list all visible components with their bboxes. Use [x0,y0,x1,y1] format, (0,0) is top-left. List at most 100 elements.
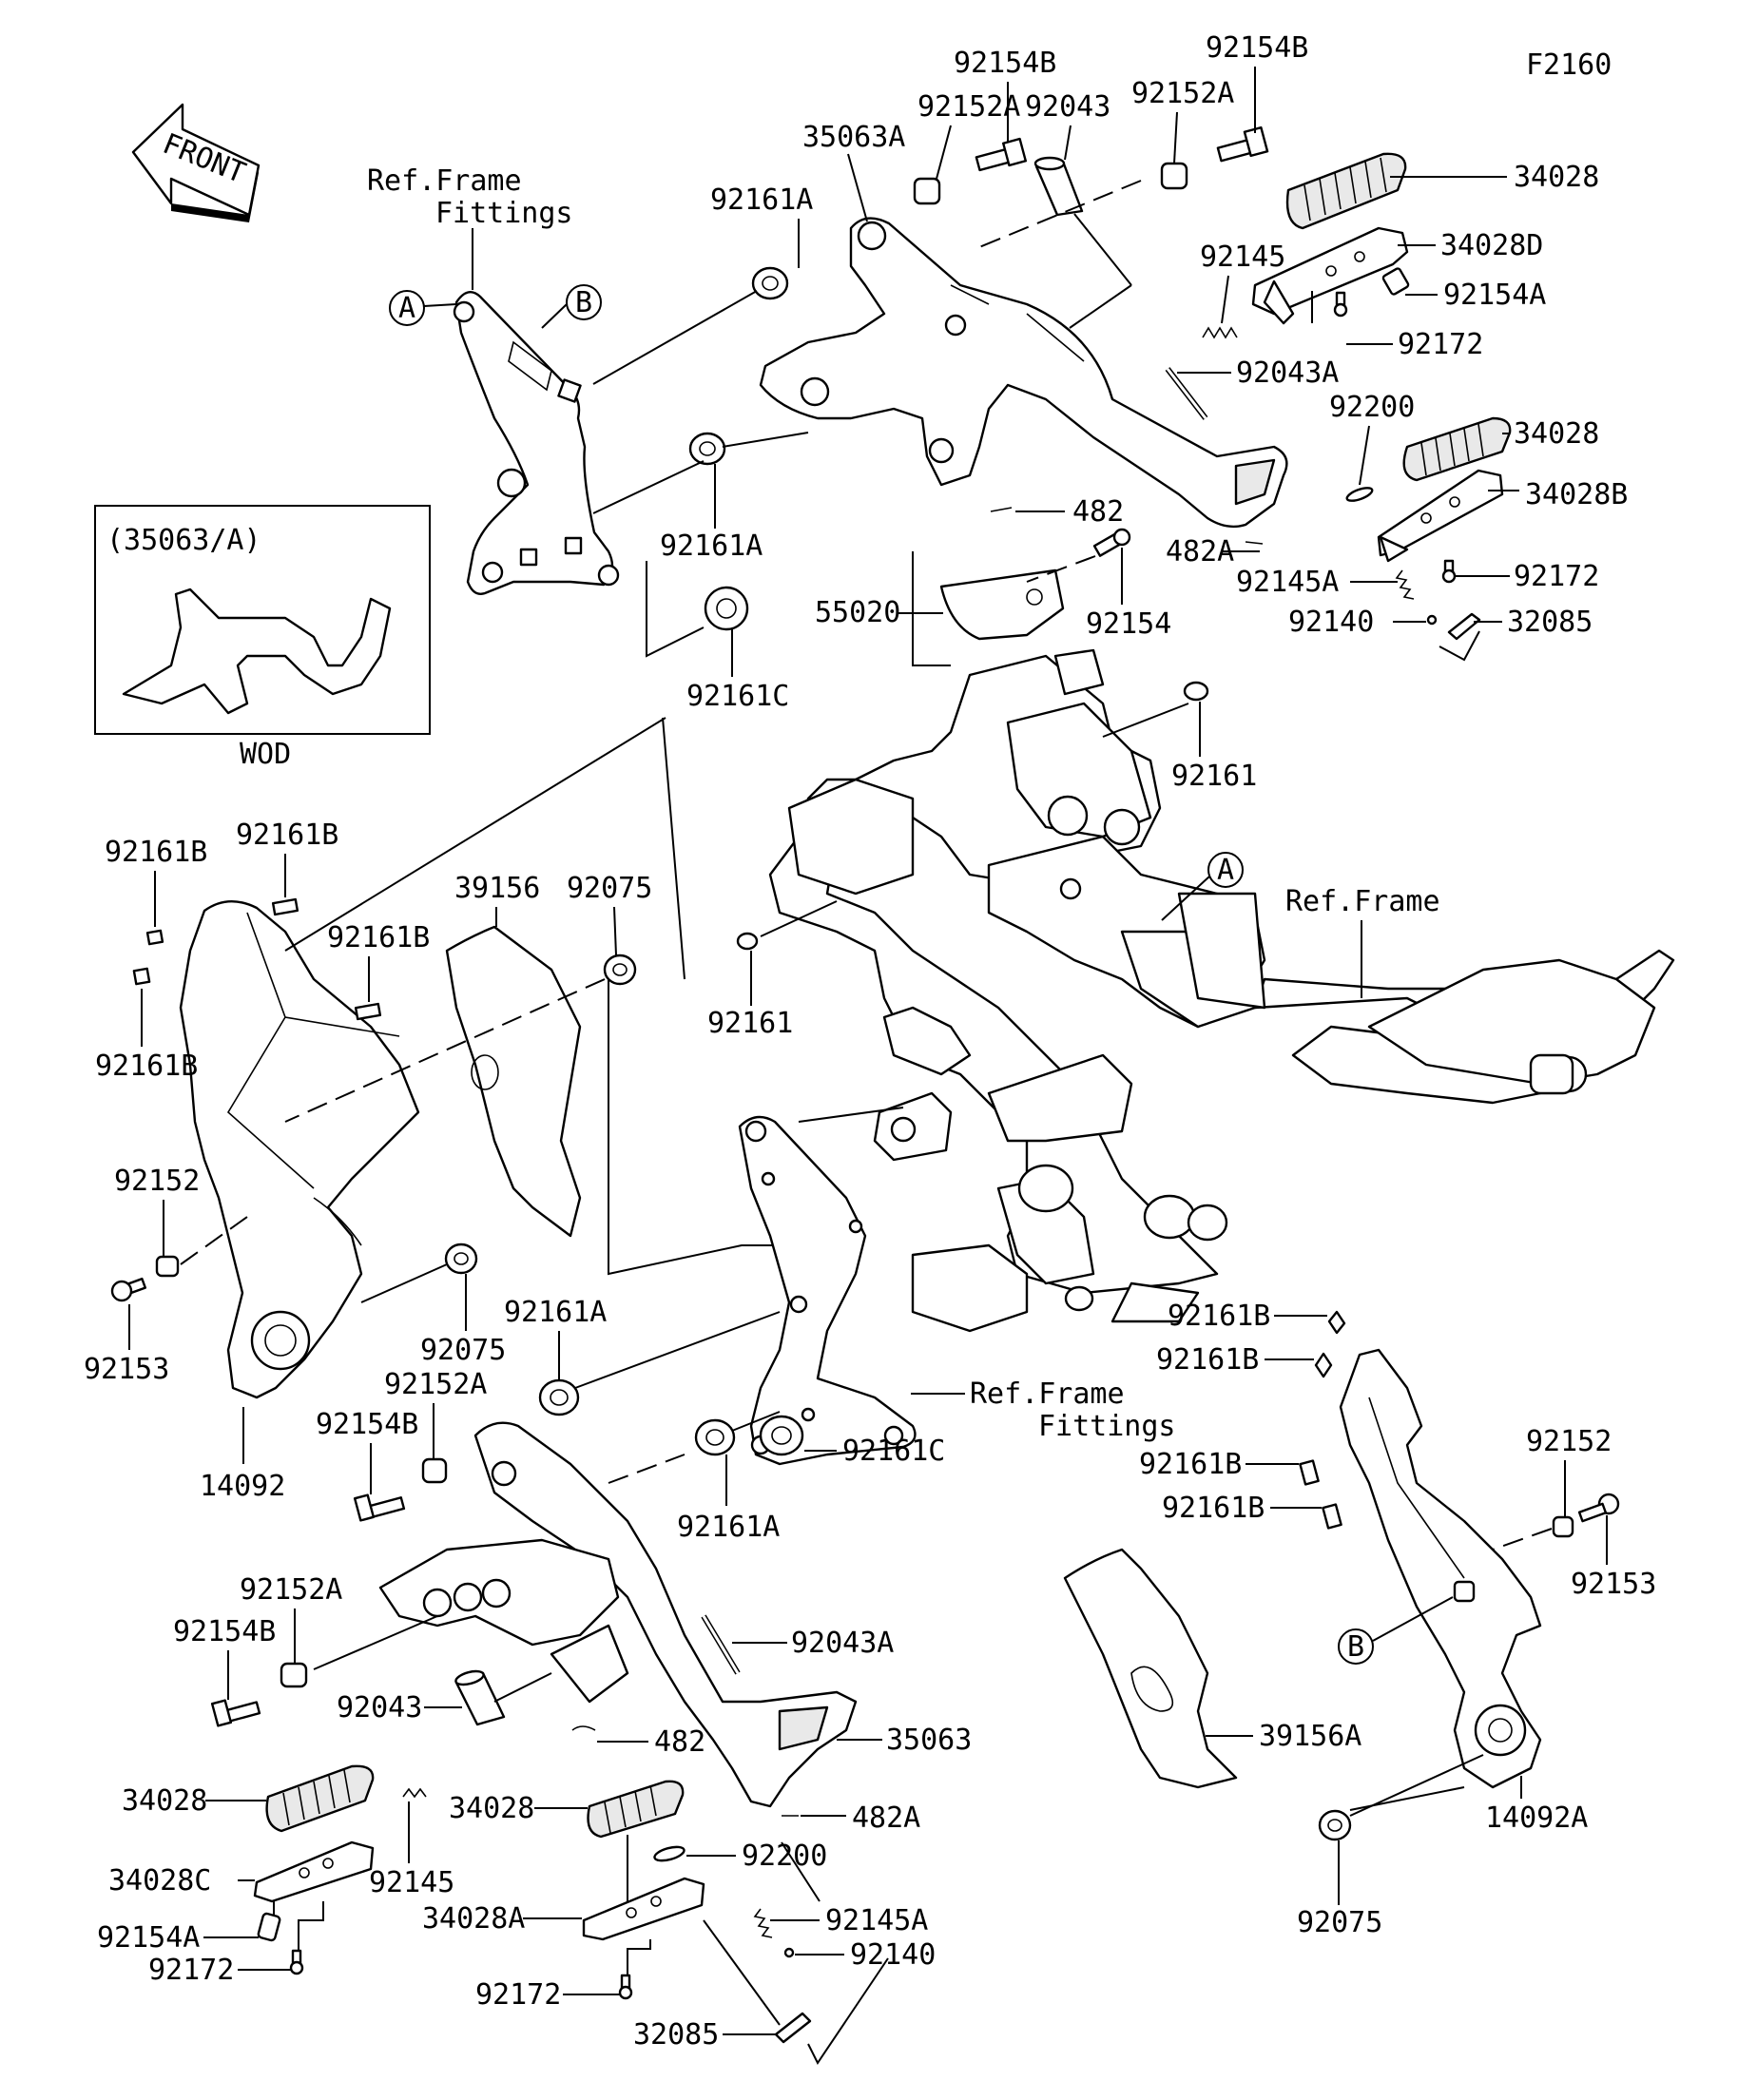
pin-92043A-top-icon [1165,367,1208,420]
grommet-92075-bottom-icon [1318,1809,1352,1841]
label-32085-top: 32085 [1507,606,1593,639]
label-35063A: 35063A [802,121,905,154]
label-92161C-top: 92161C [686,680,789,713]
pin-92140-bottom-icon [783,1947,795,1958]
bolt-92154A-top-icon [1381,267,1410,296]
spring-92145-bottom-icon [402,1787,427,1799]
pin-92043-top-icon [1033,156,1084,217]
inset-title: (35063/A) [106,524,261,557]
footpeg-bracket-bottom [378,1421,858,1808]
marker-b-right-icon [1338,1628,1374,1665]
footpeg-34028D-icon [1251,226,1409,325]
collar-92161A-mid-icon [538,1378,580,1416]
sticker-92161B-4-icon [132,967,151,986]
label-92154B-top-1: 92154B [954,47,1056,80]
bolt-92154B-mid-icon [353,1493,406,1522]
side-cover-14092A [1339,1348,1542,1789]
label-92200-bottom: 92200 [742,1840,827,1873]
washer-92200-top-icon [1345,487,1374,502]
grommet-92075-top-icon [603,954,637,986]
inset-bracket-icon [122,588,392,715]
label-92153-left: 92153 [84,1353,169,1386]
inset-box: (35063/A) WOD [94,505,431,771]
label-92161A-top-2: 92161A [660,530,763,563]
label-39156: 39156 [454,872,540,905]
label-92152A-top-1: 92152A [917,90,1020,124]
label-92161B-r2: 92161B [1156,1343,1259,1377]
bolt-92154B-bottom-icon [210,1699,261,1727]
main-frame [768,648,1675,1333]
label-92172-bottom-1: 92172 [148,1954,234,1987]
label-92043A-top: 92043A [1236,356,1339,390]
ref-frame-fittings-mid-1: Ref.Frame [970,1378,1125,1411]
bolt-92153-left-icon [110,1277,147,1302]
footpeg-rubber-34028-bottom-1-icon [265,1764,375,1833]
label-92161A-bottom: 92161A [677,1511,780,1544]
spring-92145A-bottom-icon [753,1908,773,1938]
label-92152-left: 92152 [114,1165,200,1198]
label-92154B-bottom: 92154B [173,1615,276,1648]
bolt-92172-bottom-1-icon [289,1949,304,1975]
bolt-92172-top-2-icon [1441,559,1457,584]
collar-92161-mid-icon [736,932,759,951]
label-34028A: 34028A [422,1902,525,1936]
label-92154B-top-2: 92154B [1206,31,1308,65]
bolt-92172-bottom-2-icon [618,1974,633,2000]
diagram-code: F2160 [1526,48,1612,82]
washer-92200-bottom-icon [653,1845,686,1862]
label-92161-right: 92161 [1171,760,1257,793]
label-34028C: 34028C [108,1864,211,1898]
grommet-92075-mid-icon [444,1243,478,1275]
bolt-92154A-bottom-icon [257,1912,281,1942]
ref-frame-fittings-mid-2: Fittings [1038,1410,1176,1443]
side-cover-14092 [179,900,420,1399]
label-92043-top: 92043 [1025,90,1110,124]
label-92145A-bottom: 92145A [825,1904,928,1937]
label-34028D: 34028D [1440,229,1543,262]
collar-92152A-top-1-icon [913,177,941,205]
pin-92043-bottom-icon [454,1669,506,1726]
collar-92152-right-icon [1552,1515,1574,1538]
footpeg-34028C-icon [253,1840,375,1903]
label-482A-bottom: 482A [852,1801,920,1835]
label-92161-mid: 92161 [707,1007,793,1040]
label-92075-bottom: 92075 [1297,1906,1382,1939]
marker-b-top: B [575,286,592,319]
collar-92152-left-icon [155,1255,180,1278]
bolt-92154-icon [1092,528,1131,557]
heat-shield-39156 [445,925,582,1238]
bolt-92154B-top-2-icon [1216,125,1269,163]
label-92043A-bottom: 92043A [791,1627,894,1660]
label-92172-top-2: 92172 [1514,560,1599,593]
label-35063: 35063 [886,1724,972,1757]
ref-frame-fittings-top-2: Fittings [435,197,573,230]
label-92161C-mid: 92161C [842,1435,945,1468]
sticker-92161B-r1-icon [1327,1310,1346,1335]
sticker-92161B-3-icon [354,1002,382,1021]
footpeg-34028B-icon [1377,469,1504,563]
label-92154B-mid: 92154B [316,1408,418,1441]
footpeg-rubber-34028-top-1-icon [1285,152,1407,230]
collar-92161A-bottom-icon [694,1418,736,1456]
frame-fitting-plate-top [453,291,620,595]
clip-482A-top-icon [1245,541,1264,545]
label-92161B-4: 92161B [95,1050,198,1083]
spring-92145-top-icon [1202,326,1238,339]
frame-fitting-plate-mid [738,1115,917,1466]
label-92075-top: 92075 [567,872,652,905]
marker-a-main-icon [1207,852,1244,888]
marker-b-right: B [1347,1630,1364,1664]
ref-frame-right: Ref.Frame [1285,885,1440,918]
label-92153-right: 92153 [1571,1568,1656,1601]
label-34028-bottom-2: 34028 [449,1792,534,1825]
label-92140-top: 92140 [1288,606,1374,639]
label-92154A-top: 92154A [1443,279,1546,312]
label-55020: 55020 [815,596,900,629]
bolt-92153-right-icon [1577,1493,1620,1523]
footpeg-34028A-icon [582,1877,705,1941]
marker-a-main: A [1217,854,1234,887]
label-482-top: 482 [1072,495,1124,529]
clip-482-bottom-icon [571,1725,596,1731]
label-92075-mid: 92075 [420,1334,506,1367]
